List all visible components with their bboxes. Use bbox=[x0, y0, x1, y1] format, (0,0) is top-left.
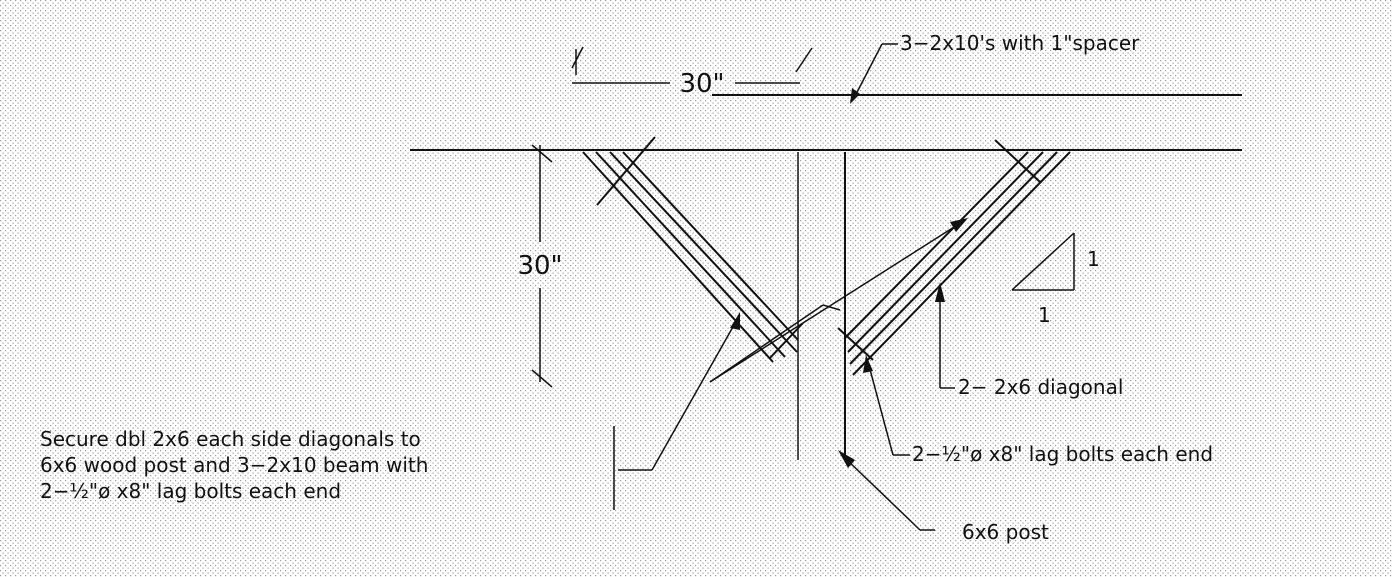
top-dimension-label: 30" bbox=[679, 69, 724, 99]
top-dimension-lines bbox=[571, 46, 813, 84]
slope-rise-label: 1 bbox=[1087, 247, 1100, 271]
lag-bolt-leader-arrowhead bbox=[863, 355, 873, 373]
slope-triangle bbox=[1011, 232, 1075, 291]
diagonal-callout-label: 2− 2x6 diagonal bbox=[958, 375, 1123, 399]
left-diagonal-brace bbox=[582, 136, 804, 363]
note-leader-lines bbox=[613, 221, 963, 510]
vertical-dimension-label: 30" bbox=[517, 251, 562, 281]
lag-bolt-leader bbox=[867, 361, 910, 456]
note-line-2: 6x6 wood post and 3−2x10 beam with bbox=[40, 453, 428, 477]
note-line-3: 2−½"ø x8" lag bolts each end bbox=[40, 479, 341, 503]
note-line-1: Secure dbl 2x6 each side diagonals to bbox=[40, 427, 421, 451]
post-leader-arrowhead bbox=[838, 450, 855, 468]
post-callout-label: 6x6 post bbox=[962, 520, 1049, 544]
beam-leader bbox=[852, 43, 898, 101]
diagonal-leader bbox=[939, 290, 955, 389]
beam-callout-label: 3−2x10's with 1"spacer bbox=[900, 31, 1140, 55]
slope-run-label: 1 bbox=[1038, 303, 1051, 327]
post-leader bbox=[844, 457, 935, 531]
note-leader-arrowhead-right bbox=[950, 218, 968, 232]
vertical-dimension-lines bbox=[531, 144, 553, 388]
note-leader-arrowhead-left bbox=[730, 312, 740, 330]
diagonal-leader-arrowhead bbox=[935, 282, 945, 302]
lag-bolt-callout-label: 2−½"ø x8" lag bolts each end bbox=[912, 442, 1213, 466]
beam-leader-arrowhead bbox=[850, 88, 860, 104]
right-diagonal-brace bbox=[837, 139, 1071, 376]
